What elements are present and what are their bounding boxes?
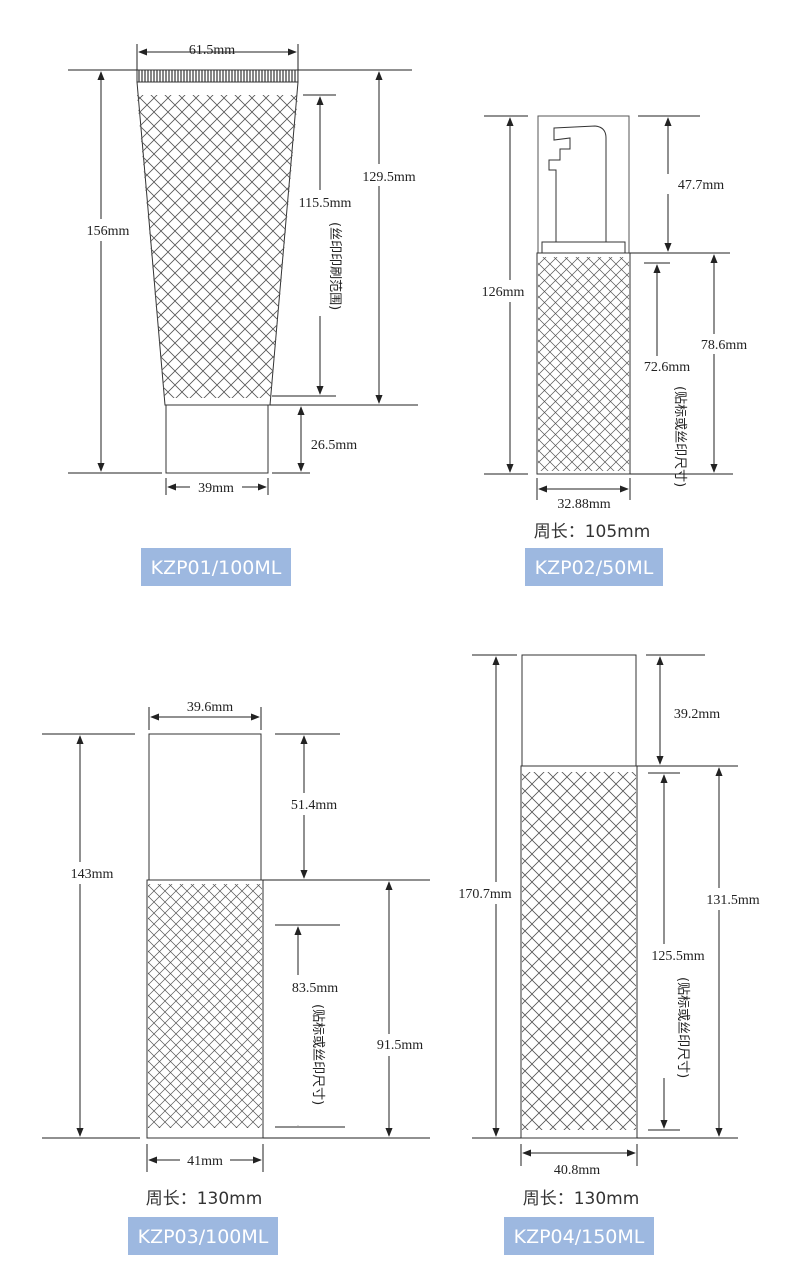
kzp04-perimeter: 周长：130mm	[523, 1189, 640, 1209]
kzp01-crimp-ridges	[136, 69, 299, 83]
kzp03-cap-width-label: 39.6mm	[187, 700, 233, 715]
kzp03-model-badge	[128, 1217, 278, 1255]
kzp03-cap	[148, 733, 262, 881]
kzp02-body-height-label: 78.6mm	[701, 338, 747, 353]
kzp03-body-height-label: 91.5mm	[377, 1038, 423, 1053]
kzp01-print-note: (丝印印刷范围)	[327, 222, 342, 310]
kzp02-pump-height-label: 47.7mm	[678, 178, 724, 193]
kzp04-label-note: (贴标或丝印尺寸)	[675, 977, 690, 1078]
kzp02-label-note: (贴标或丝印尺寸)	[672, 386, 687, 487]
kzp04-cap	[521, 654, 637, 767]
kzp02-width-label: 32.88mm	[557, 497, 610, 512]
kzp02-label-area	[538, 257, 629, 471]
kzp01-top-width-label: 61.5mm	[189, 43, 235, 58]
kzp01-body-height-label: 129.5mm	[362, 170, 415, 185]
kzp03-cap-height-label: 51.4mm	[291, 798, 337, 813]
kzp03-label-note: (贴标或丝印尺寸)	[310, 1004, 325, 1105]
product-kzp02: 126mm 47.7mm 78.6mm 72.6mm (贴标或丝印尺寸) 32.…	[475, 115, 754, 586]
kzp01-cap-height-label: 26.5mm	[311, 438, 357, 453]
kzp03-total-height-label: 143mm	[71, 867, 114, 882]
kzp04-body-height-label: 131.5mm	[706, 893, 759, 908]
kzp04-cap-height-label: 39.2mm	[674, 707, 720, 722]
kzp01-bottom-width-label: 39mm	[198, 481, 234, 496]
kzp01-print-area	[137, 95, 298, 398]
product-kzp03: 39.6mm 143mm 51.4mm 83.5mm (贴标或丝印尺寸) 91.…	[42, 700, 432, 1255]
product-kzp01: 61.5mm 156mm 129.5mm 115.5mm (丝印印刷范围) 26…	[68, 43, 425, 586]
kzp03-model-label: KZP03/100ML	[138, 1226, 269, 1248]
kzp01-model-label: KZP01/100ML	[151, 557, 282, 579]
kzp04-label-height-label: 125.5mm	[651, 949, 704, 964]
kzp04-model-badge	[504, 1217, 654, 1255]
kzp02-model-badge	[525, 548, 663, 586]
kzp01-total-height-label: 156mm	[87, 224, 130, 239]
kzp03-label-height-label: 83.5mm	[292, 981, 338, 996]
kzp02-label-height-label: 72.6mm	[644, 360, 690, 375]
kzp01-cap	[165, 404, 269, 474]
kzp04-model-label: KZP04/150ML	[514, 1226, 645, 1248]
kzp03-label-area	[148, 884, 262, 1128]
kzp01-model-badge	[141, 548, 291, 586]
kzp04-total-height-label: 170.7mm	[458, 887, 511, 902]
kzp03-width-label: 41mm	[187, 1154, 223, 1169]
kzp02-total-height-label: 126mm	[482, 285, 525, 300]
kzp01-print-height-label: 115.5mm	[299, 196, 352, 211]
product-kzp04: 170.7mm 39.2mm 125.5mm (贴标或丝印尺寸) 131.5mm…	[452, 654, 768, 1255]
kzp03-perimeter: 周长：130mm	[146, 1189, 263, 1209]
kzp02-model-label: KZP02/50ML	[535, 557, 654, 579]
kzp02-pump-head	[548, 125, 607, 243]
kzp04-label-area	[522, 772, 636, 1130]
kzp04-width-label: 40.8mm	[554, 1163, 600, 1178]
kzp02-perimeter: 周长：105mm	[534, 522, 651, 542]
kzp02-pump-collar	[541, 241, 626, 254]
